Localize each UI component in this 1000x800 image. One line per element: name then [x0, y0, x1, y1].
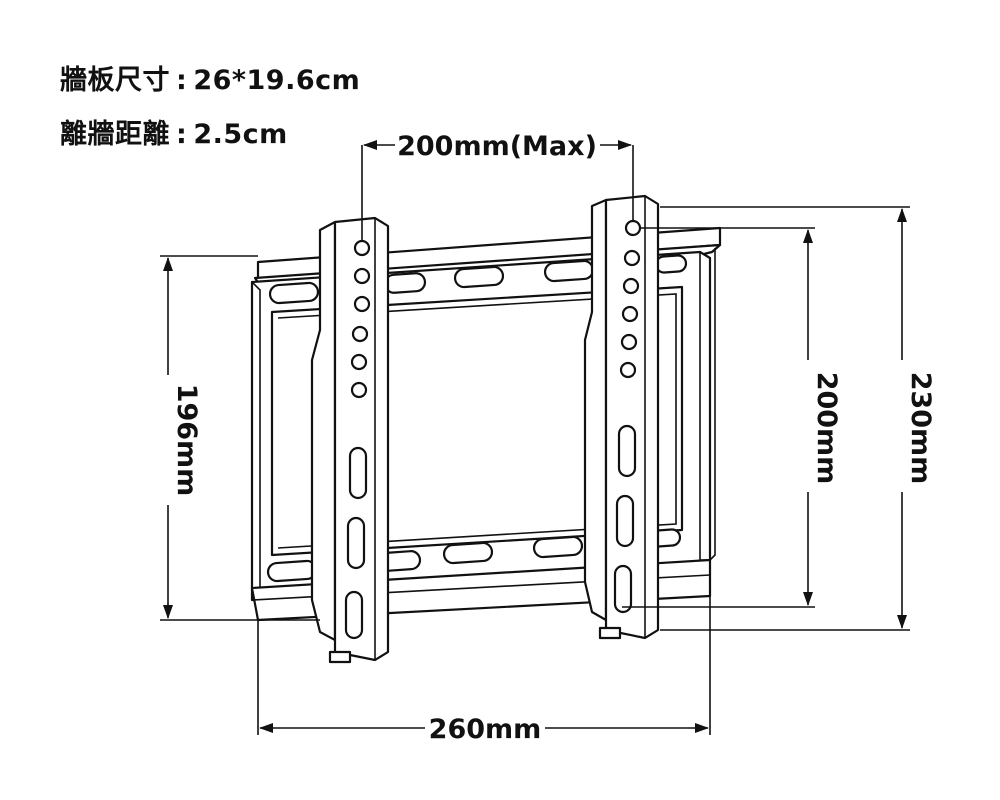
spec-plate-size: 牆板尺寸:26*19.6cm: [60, 58, 360, 97]
right-vertical-bracket: [583, 194, 660, 640]
dimension-right-outer-height: 230mm: [660, 206, 936, 631]
dimension-bottom-width: 260mm: [257, 596, 711, 745]
left-bracket-holes: [344, 239, 371, 640]
spec-separator: :: [176, 119, 188, 150]
dimension-top-width-label: 200mm(Max): [397, 131, 597, 162]
dimension-right-inner-height-label: 200mm: [811, 372, 842, 485]
spec-plate-size-value: 26*19.6cm: [193, 65, 361, 96]
dimension-bottom-width-label: 260mm: [429, 714, 542, 745]
right-bracket-holes: [613, 219, 642, 614]
spec-separator: :: [176, 65, 188, 96]
wall-plate-top-slots: [268, 254, 688, 305]
dimension-left-height-label: 196mm: [171, 384, 202, 497]
spec-wall-distance-label: 離牆距離: [60, 119, 170, 150]
left-bracket-bolt: [328, 650, 352, 664]
dimension-right-outer-height-label: 230mm: [905, 372, 936, 485]
spec-wall-distance: 離牆距離:2.5cm: [60, 112, 288, 151]
dimension-top-width: 200mm(Max): [361, 131, 634, 240]
right-bracket-bolt: [598, 626, 622, 640]
spec-plate-size-label: 牆板尺寸: [60, 65, 170, 96]
dimension-left-height: 196mm: [160, 255, 320, 621]
spec-wall-distance-value: 2.5cm: [193, 119, 288, 150]
dimension-right-inner-height: 200mm: [622, 227, 842, 608]
left-vertical-bracket: [310, 216, 390, 664]
